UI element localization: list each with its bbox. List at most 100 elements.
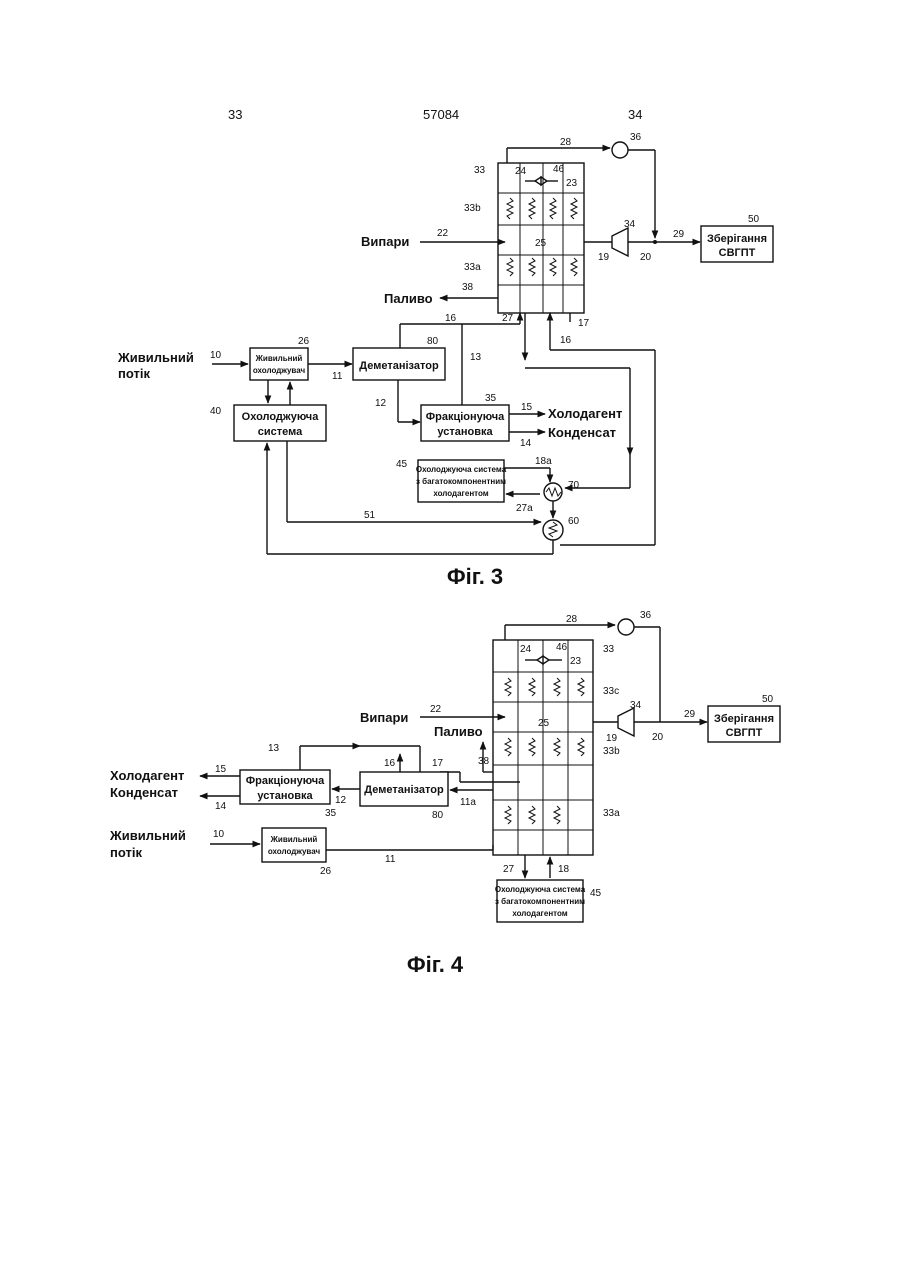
ref-label: 38: [462, 282, 474, 293]
vapors-label: Випари: [360, 710, 408, 725]
ref-label: 27: [502, 313, 514, 324]
ref-label: 13: [470, 352, 482, 363]
figure-3: Випари Паливо Живильний потік Холодагент…: [117, 132, 773, 589]
cooling-text-2: система: [258, 426, 303, 438]
mixed-text-1: Охолоджуюча система: [416, 465, 507, 474]
condensate-label: Конденсат: [548, 425, 616, 440]
ref-label: 46: [553, 164, 565, 175]
condensate-label: Конденсат: [110, 785, 178, 800]
feed-label: Живильний: [109, 828, 186, 843]
ref-label: 50: [748, 214, 760, 225]
ref-label: 20: [652, 732, 664, 743]
fractionation-text-1: Фракціонуюча: [426, 411, 505, 423]
mixed-text-2: з багатокомпонентним: [416, 477, 506, 486]
ref-label: 51: [364, 510, 376, 521]
ref-label: 35: [485, 393, 497, 404]
ref-label: 11a: [460, 797, 476, 808]
ref-label: 46: [556, 642, 568, 653]
ref-label: 23: [566, 178, 578, 189]
ref-label: 16: [384, 758, 396, 769]
ref-label: 19: [606, 733, 618, 744]
ref-label: 24: [520, 644, 532, 655]
fuel-label: Паливо: [434, 724, 483, 739]
vapors-label: Випари: [361, 234, 409, 249]
ref-label: 17: [432, 758, 444, 769]
demethanizer-text: Деметанізатор: [359, 360, 439, 372]
storage-text-2: СВГПТ: [726, 727, 763, 739]
ref-label: 22: [430, 704, 442, 715]
ref-label: 80: [427, 336, 439, 347]
feed-label: Живильний: [117, 350, 194, 365]
expander-34: [618, 708, 634, 736]
ref-label: 29: [684, 709, 696, 720]
mixed-text-2: з багатокомпонентним: [495, 897, 585, 906]
ref-label: 12: [375, 398, 387, 409]
ref-label: 33a: [603, 808, 620, 819]
refrigerant-label: Холодагент: [110, 768, 184, 783]
precooler-text-1: Живильний: [270, 835, 318, 844]
ref-label: 34: [624, 219, 636, 230]
ref-label: 22: [437, 228, 449, 239]
ref-label: 16: [445, 313, 457, 324]
ref-label: 27: [503, 864, 515, 875]
mixed-text-1: Охолоджуюча система: [495, 885, 586, 894]
ref-label: 19: [598, 252, 610, 263]
refrigerant-label: Холодагент: [548, 406, 622, 421]
ref-label: 13: [268, 743, 280, 754]
ref-label: 24: [515, 166, 527, 177]
ref-label: 45: [590, 888, 602, 899]
precooler-text-1: Живильний: [255, 354, 303, 363]
demethanizer-text: Деметанізатор: [364, 784, 444, 796]
fuel-label: Паливо: [384, 291, 433, 306]
precooler-box: [262, 828, 326, 862]
ref-label: 15: [521, 402, 533, 413]
ref-label: 50: [762, 694, 774, 705]
heat-exchanger-33: [493, 640, 593, 855]
ref-label: 28: [560, 137, 572, 148]
ref-label: 36: [640, 610, 652, 621]
ref-label: 33a: [464, 262, 481, 273]
expander-34: [612, 228, 628, 256]
feed-label-2: потік: [110, 845, 142, 860]
ref-label: 10: [213, 829, 225, 840]
feed-label-2: потік: [118, 366, 150, 381]
storage-text-1: Зберігання: [714, 713, 774, 725]
ref-label: 10: [210, 350, 222, 361]
storage-text-2: СВГПТ: [719, 247, 756, 259]
ref-label: 27a: [516, 503, 533, 514]
storage-text-1: Зберігання: [707, 233, 767, 245]
figure-4: Випари Паливо Холодагент Конденсат Живил…: [109, 610, 780, 977]
ref-label: 33b: [464, 203, 481, 214]
ref-label: 18: [558, 864, 570, 875]
ref-label: 80: [432, 810, 444, 821]
fractionation-text-2: установка: [257, 790, 313, 802]
ref-label: 34: [630, 700, 642, 711]
ref-label: 33b: [603, 746, 620, 757]
figure-3-caption: Фіг. 3: [447, 564, 503, 589]
ref-label: 35: [325, 808, 337, 819]
precooler-text-2: охолоджувач: [253, 366, 306, 375]
mixed-text-3: холодагентом: [433, 489, 488, 498]
cooling-text-1: Охолоджуюча: [242, 411, 320, 423]
ref-label: 70: [568, 480, 580, 491]
precooler-text-2: охолоджувач: [268, 847, 321, 856]
fractionation-text-1: Фракціонуюча: [246, 775, 325, 787]
ref-label: 17: [578, 318, 590, 329]
ref-label: 14: [520, 438, 532, 449]
precooler-box: [250, 348, 308, 380]
ref-label: 33: [603, 644, 615, 655]
ref-label: 25: [535, 238, 547, 249]
fractionation-text-2: установка: [437, 426, 493, 438]
ref-label: 33: [474, 165, 486, 176]
ref-label: 29: [673, 229, 685, 240]
ref-label: 15: [215, 764, 227, 775]
ref-label: 40: [210, 406, 222, 417]
ref-label: 16: [560, 335, 572, 346]
ref-label: 26: [320, 866, 332, 877]
ref-label: 36: [630, 132, 642, 143]
ref-label: 23: [570, 656, 582, 667]
ref-label: 38: [478, 756, 490, 767]
pump-36: [612, 142, 628, 158]
figure-4-caption: Фіг. 4: [407, 952, 464, 977]
